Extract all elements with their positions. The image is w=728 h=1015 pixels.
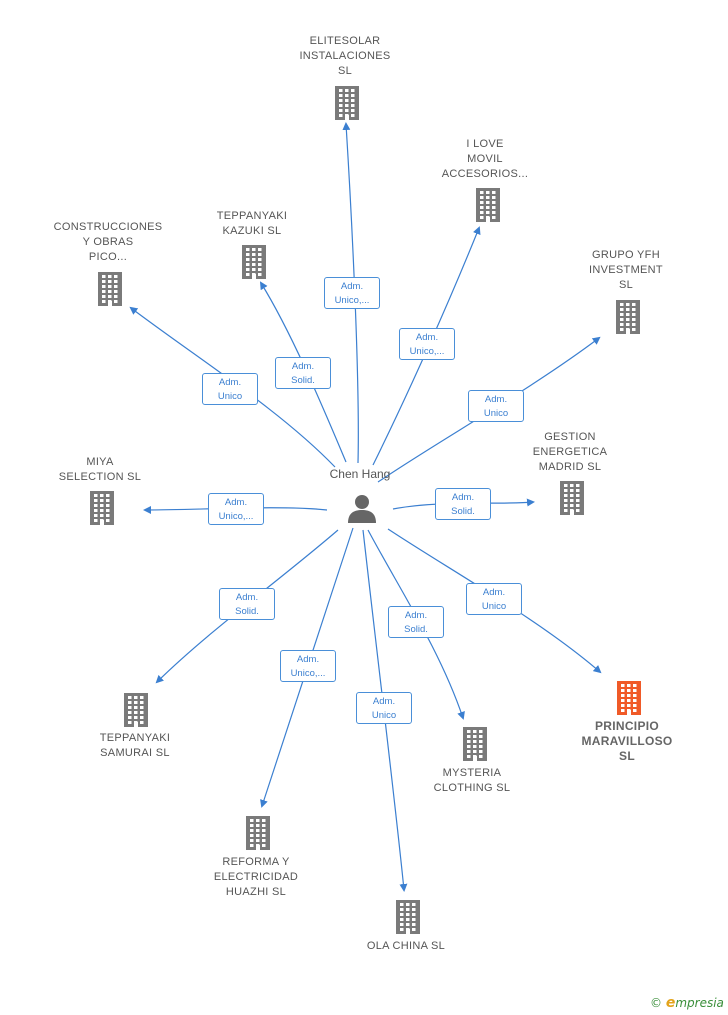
building-icon-miya[interactable] xyxy=(86,489,118,525)
role-badge-principio: Adm. Unico xyxy=(466,583,522,615)
company-name-elitesolar[interactable]: ELITESOLAR INSTALACIONES SL xyxy=(299,35,391,77)
company-name-construcciones[interactable]: CONSTRUCCIONES Y OBRAS PICO... xyxy=(53,221,163,263)
brand-logo-text: mpresia xyxy=(675,996,724,1010)
company-name-reforma[interactable]: REFORMA Y ELECTRICIDAD HUAZHI SL xyxy=(213,856,299,898)
role-badge-grupo-yfh: Adm. Unico xyxy=(468,390,524,422)
role-badge-gestion: Adm. Solid. xyxy=(435,488,491,520)
footer-brand[interactable]: © empresia xyxy=(650,995,724,1011)
role-badge-elitesolar: Adm. Unico,... xyxy=(324,277,380,309)
company-name-ilove[interactable]: I LOVE MOVIL ACCESORIOS... xyxy=(441,138,529,180)
company-name-teppanyaki-kazuki[interactable]: TEPPANYAKI KAZUKI SL xyxy=(216,210,288,237)
company-name-mysteria[interactable]: MYSTERIA CLOTHING SL xyxy=(433,767,511,794)
company-name-ola-china[interactable]: OLA CHINA SL xyxy=(366,940,446,952)
copyright-icon: © xyxy=(650,996,662,1010)
building-icon-reforma[interactable] xyxy=(242,814,274,850)
building-icon-teppanyaki-kazuki[interactable] xyxy=(238,243,270,279)
building-icon-elitesolar[interactable] xyxy=(331,84,363,120)
role-badge-mysteria: Adm. Solid. xyxy=(388,606,444,638)
building-icon-mysteria[interactable] xyxy=(459,725,491,761)
company-name-miya[interactable]: MIYA SELECTION SL xyxy=(58,456,142,483)
building-icon-principio[interactable] xyxy=(613,679,645,715)
role-badge-ola-china: Adm. Unico xyxy=(356,692,412,724)
company-name-gestion[interactable]: GESTION ENERGETICA MADRID SL xyxy=(532,431,608,473)
building-icon-grupo-yfh[interactable] xyxy=(612,298,644,334)
role-badge-teppanyaki-samurai: Adm. Solid. xyxy=(219,588,275,620)
company-name-grupo-yfh[interactable]: GRUPO YFH INVESTMENT SL xyxy=(589,249,663,291)
role-badge-ilove: Adm. Unico,... xyxy=(399,328,455,360)
center-person-name[interactable]: Chen Hang xyxy=(329,467,391,481)
role-badge-construcciones: Adm. Unico xyxy=(202,373,258,405)
role-badge-miya: Adm. Unico,... xyxy=(208,493,264,525)
building-icon-gestion[interactable] xyxy=(556,479,588,515)
building-icon-ilove[interactable] xyxy=(472,186,504,222)
edge-ola-china xyxy=(362,529,408,892)
role-badge-reforma: Adm. Unico,... xyxy=(280,650,336,682)
building-icon-ola-china[interactable] xyxy=(392,898,424,934)
person-icon[interactable] xyxy=(346,492,378,524)
company-name-principio[interactable]: PRINCIPIO MARAVILLOSO SL xyxy=(581,719,673,763)
role-badge-teppanyaki-kazuki: Adm. Solid. xyxy=(275,357,331,389)
brand-logo-e: e xyxy=(665,995,676,1011)
building-icon-construcciones[interactable] xyxy=(94,270,126,306)
company-name-teppanyaki-samurai[interactable]: TEPPANYAKI SAMURAI SL xyxy=(99,732,171,759)
building-icon-teppanyaki-samurai[interactable] xyxy=(120,691,152,727)
